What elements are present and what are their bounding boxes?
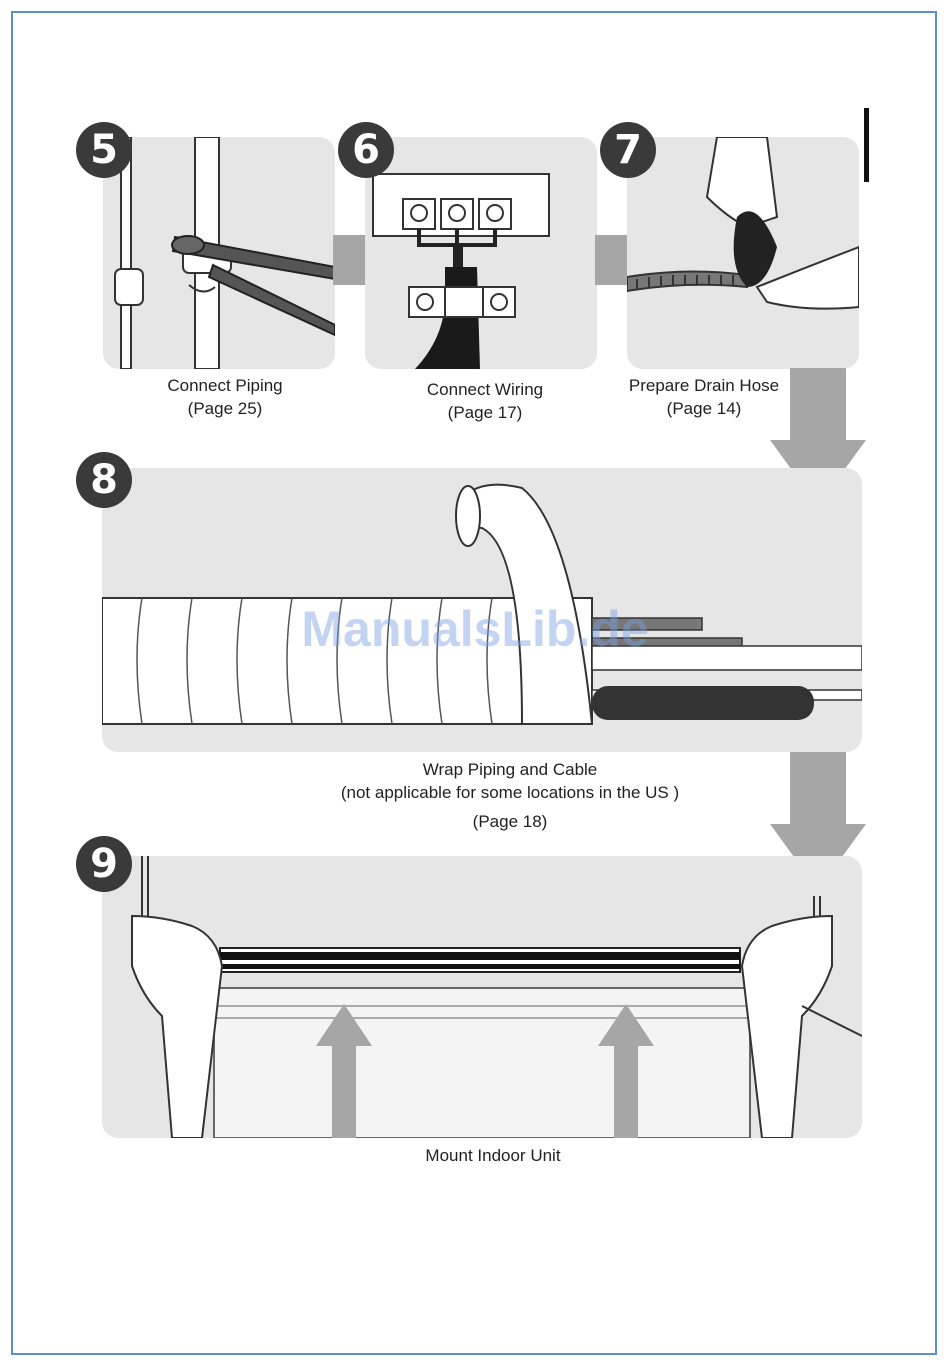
step-8-title: Wrap Piping and Cable <box>300 758 720 781</box>
step-8-page-ref: (Page 18) <box>300 810 720 833</box>
step-6-page-ref: (Page 17) <box>380 401 590 424</box>
step-9-badge: 9 <box>76 836 132 892</box>
step-8-badge: 8 <box>76 452 132 508</box>
mount-indoor-unit-illustration <box>102 856 862 1138</box>
step-6-caption: Connect Wiring (Page 17) <box>380 378 590 424</box>
step-7-illustration-panel <box>627 137 859 369</box>
connect-piping-illustration <box>103 137 335 369</box>
step-7-badge: 7 <box>600 122 656 178</box>
step-9-caption: Mount Indoor Unit <box>380 1144 606 1167</box>
step-5-page-ref: (Page 25) <box>120 397 330 420</box>
connect-wiring-illustration <box>365 137 597 369</box>
step-9-illustration-panel <box>102 856 862 1138</box>
step-5-title: Connect Piping <box>120 374 330 397</box>
step-8-note: (not applicable for some locations in th… <box>300 781 720 804</box>
step-6-illustration-panel <box>365 137 597 369</box>
step-6-title: Connect Wiring <box>380 378 590 401</box>
step-9-title: Mount Indoor Unit <box>380 1144 606 1167</box>
step-5-caption: Connect Piping (Page 25) <box>120 374 330 420</box>
step-5-illustration-panel <box>103 137 335 369</box>
step-5-badge: 5 <box>76 122 132 178</box>
step-8-caption: Wrap Piping and Cable (not applicable fo… <box>300 758 720 833</box>
manualslib-watermark: ManualsLib.de <box>0 600 950 658</box>
page-edge-marker <box>864 108 869 182</box>
step-6-badge: 6 <box>338 122 394 178</box>
prepare-drain-hose-illustration <box>627 137 859 369</box>
